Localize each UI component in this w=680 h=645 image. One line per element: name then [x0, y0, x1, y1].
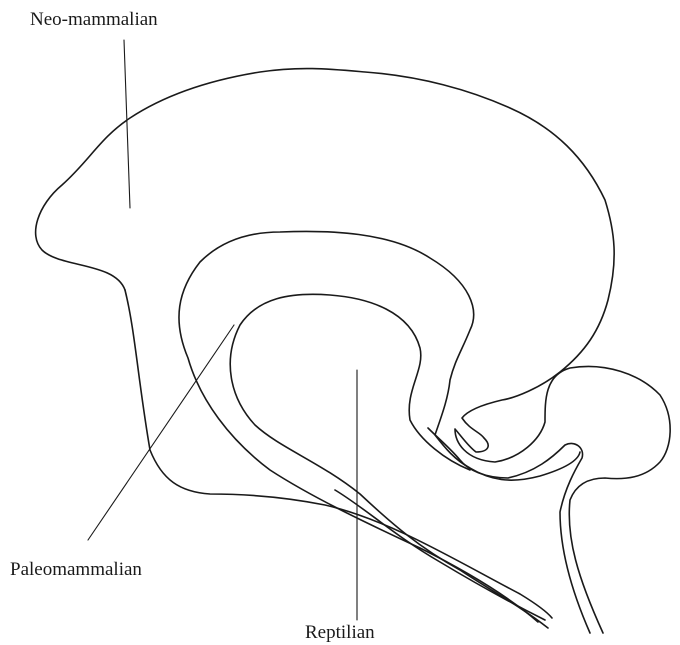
reptilian-label: Reptilian	[305, 623, 375, 642]
paleomammalian-leader-line	[88, 325, 234, 540]
neo-mammalian-label: Neo-mammalian	[30, 10, 158, 29]
neo-mammalian-leader-line	[124, 40, 130, 208]
cortex-base-outline	[125, 290, 552, 618]
paleomammalian-outline	[179, 231, 580, 622]
paleomammalian-label: Paleomammalian	[10, 560, 142, 579]
reptilian-inner-strand	[335, 490, 545, 620]
neo-mammalian-outline	[36, 69, 671, 633]
